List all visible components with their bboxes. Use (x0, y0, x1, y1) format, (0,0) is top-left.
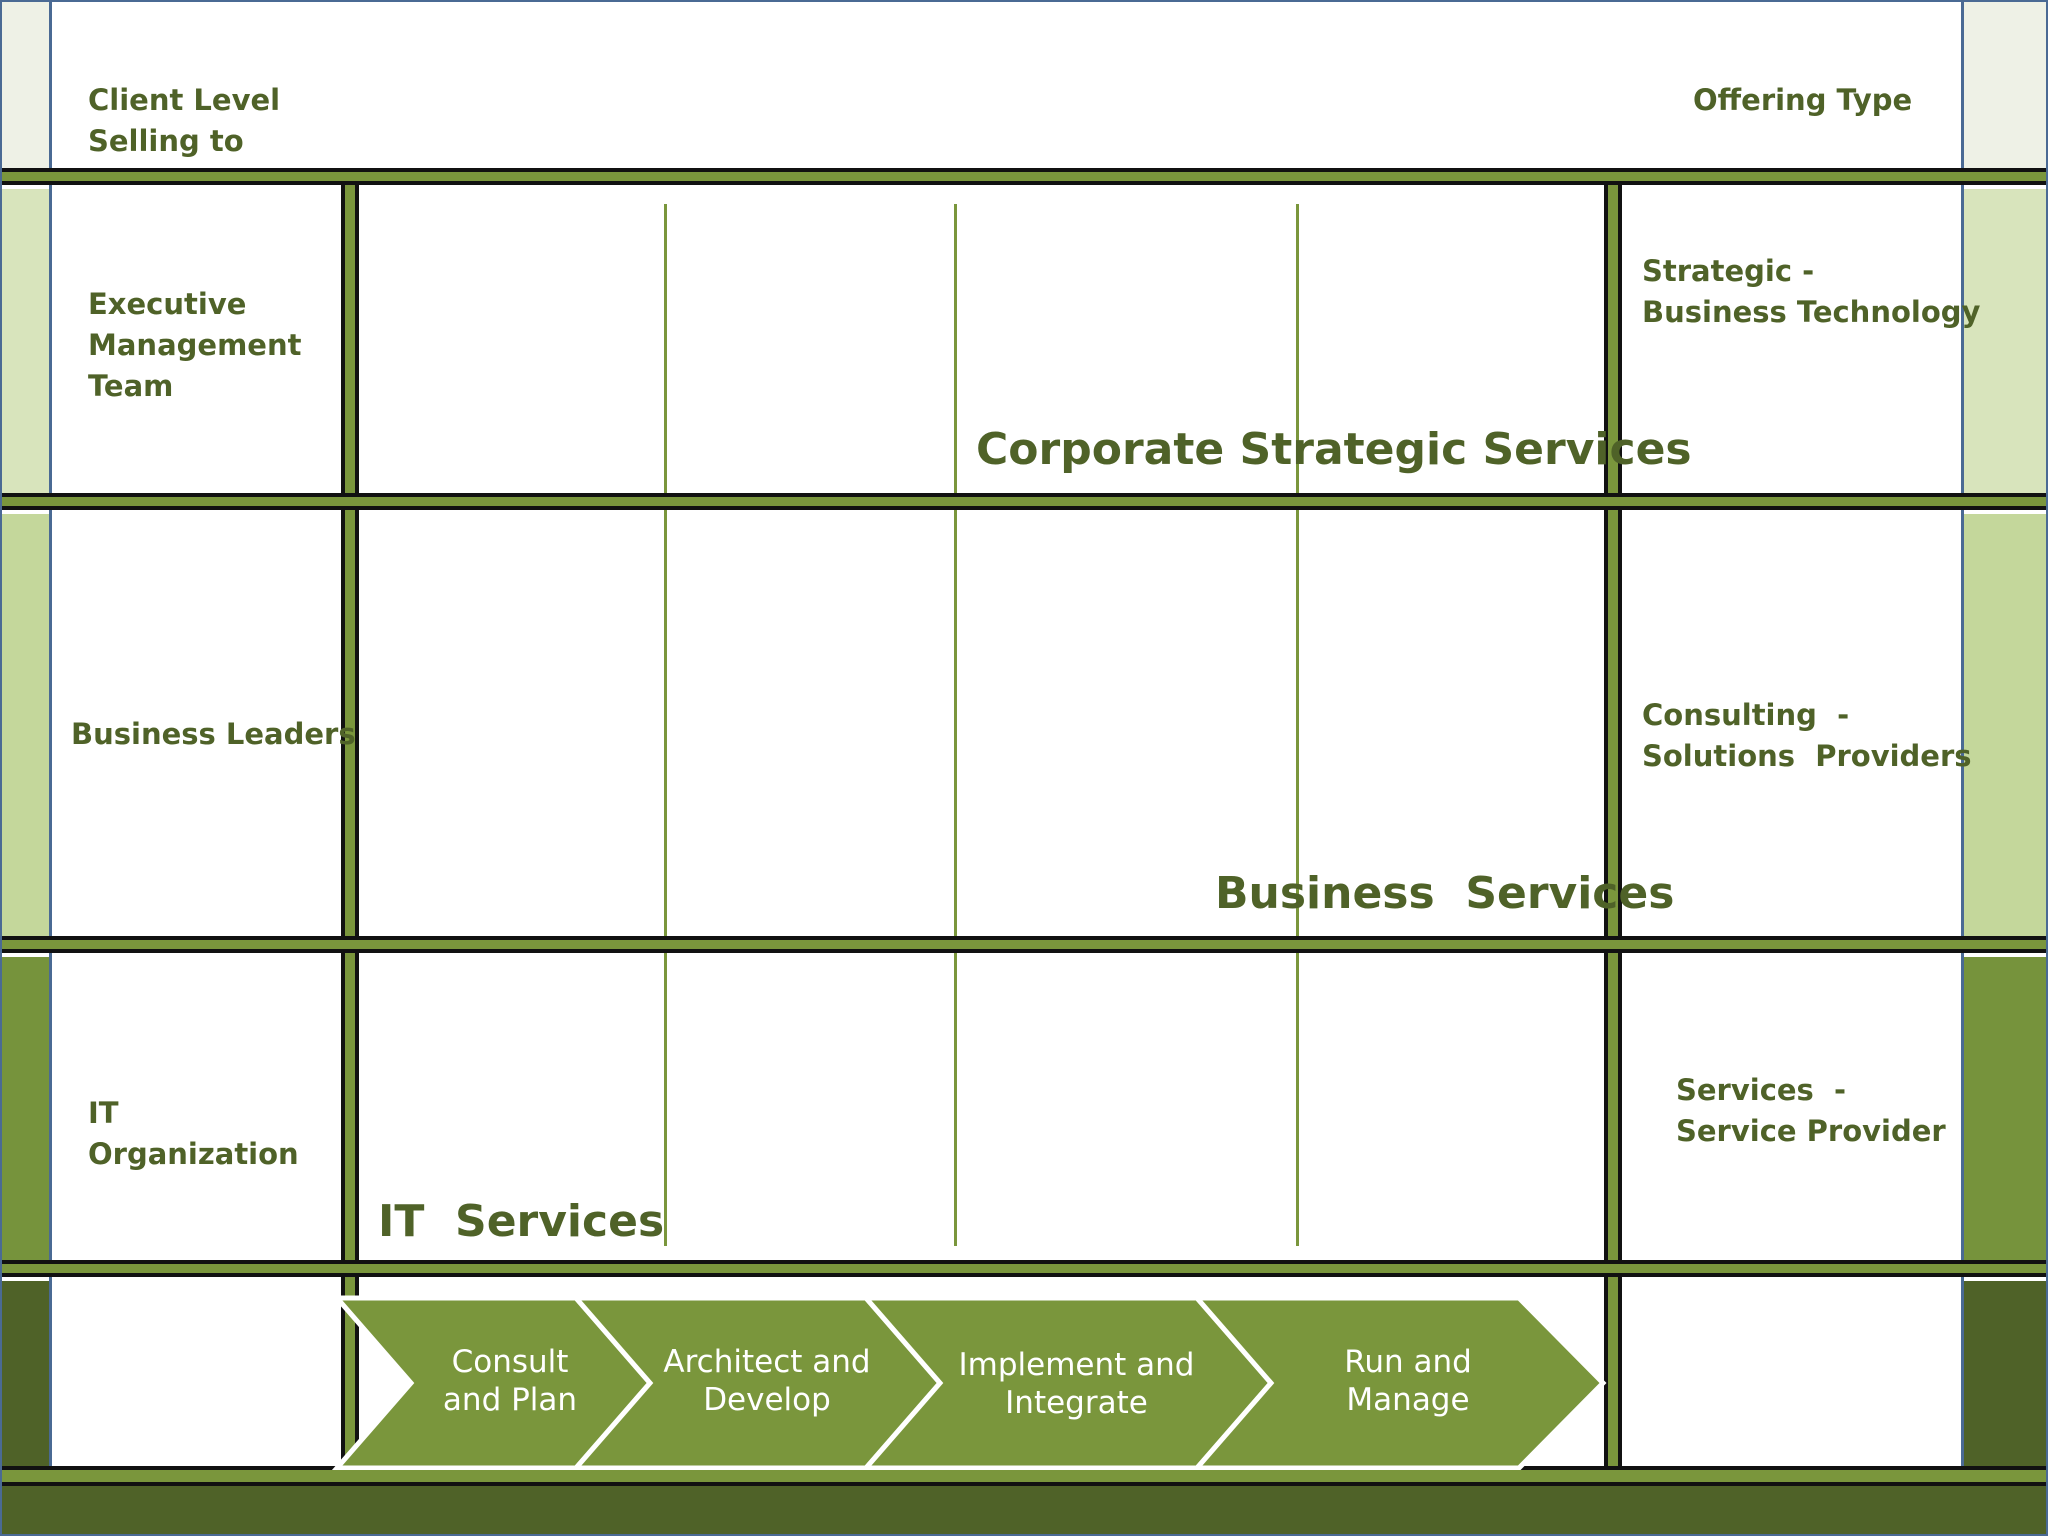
offering-label-consulting: Consulting - Solutions Providers (1642, 695, 1972, 777)
offering-label-consulting-line-2: Solutions Providers (1642, 739, 1972, 773)
right-vertical-bar (1604, 168, 1622, 1482)
client-level-line-2: Selling to (88, 124, 244, 158)
process-chevrons (331, 1295, 1607, 1470)
step-run-line-1: Run and (1344, 1344, 1472, 1380)
left-vertical-bar (341, 168, 359, 1482)
step-architect-line-1: Architect and (663, 1344, 871, 1380)
client-label-executive-line-1: Executive (88, 287, 247, 321)
left-frame-line (49, 0, 52, 1466)
band-below-it (0, 1260, 2048, 1277)
step-run-and-manage: Run and Manage (1318, 1343, 1498, 1419)
right-frame-line (1961, 0, 1964, 1466)
left-strip-row-it (0, 957, 50, 1260)
client-level-heading: Client Level Selling to (88, 80, 280, 162)
chevron-run-and-manage (1191, 1295, 1607, 1470)
left-strip-header (0, 0, 50, 168)
band-below-header (0, 168, 2048, 185)
client-label-business-leaders: Business Leaders (71, 714, 356, 755)
column-divider-1 (664, 204, 667, 1246)
right-strip-row-process (1964, 1281, 2048, 1467)
client-label-it-organization: IT Organization (88, 1093, 299, 1175)
offering-label-strategic-line-1: Strategic - (1642, 254, 1815, 288)
offering-label-strategic: Strategic - Business Technology (1642, 251, 1980, 333)
client-label-executive: Executive Management Team (88, 284, 301, 407)
band-below-executive (0, 493, 2048, 510)
right-strip-row-it (1964, 957, 2048, 1260)
step-run-line-2: Manage (1346, 1382, 1470, 1418)
client-label-it-line-2: Organization (88, 1137, 299, 1171)
footer-band (0, 1486, 2048, 1536)
client-label-executive-line-3: Team (88, 369, 174, 403)
client-label-business-line-1: Business Leaders (71, 717, 356, 751)
column-divider-3 (1296, 204, 1299, 1246)
step-consult-line-2: and Plan (442, 1382, 578, 1418)
step-architect-and-develop: Architect and Develop (657, 1343, 877, 1419)
offering-label-consulting-line-1: Consulting - (1642, 698, 1850, 732)
client-level-line-1: Client Level (88, 83, 281, 117)
service-label-it: IT Services (378, 1196, 665, 1247)
step-architect-line-2: Develop (703, 1382, 831, 1418)
band-below-business (0, 936, 2048, 953)
column-divider-2 (954, 204, 957, 1246)
offering-label-services-line-1: Services - (1676, 1073, 1847, 1107)
offering-label-strategic-line-2: Business Technology (1642, 295, 1981, 329)
offering-label-services-line-2: Service Provider (1676, 1114, 1946, 1148)
left-strip-row-business (0, 514, 50, 936)
step-implement-line-2: Integrate (1005, 1385, 1148, 1421)
offering-label-services: Services - Service Provider (1676, 1070, 1946, 1152)
service-label-business: Business Services (1215, 868, 1675, 919)
left-strip-row-executive (0, 189, 50, 493)
right-strip-row-business (1964, 514, 2048, 936)
step-implement-line-1: Implement and (958, 1347, 1195, 1383)
service-label-corporate-strategic: Corporate Strategic Services (976, 424, 1692, 475)
right-strip-header (1964, 0, 2048, 168)
left-strip-row-process (0, 1281, 50, 1467)
offering-type-heading: Offering Type (1693, 83, 1913, 117)
step-consult-and-plan: Consult and Plan (430, 1343, 590, 1419)
right-strip-row-executive (1964, 189, 2048, 493)
step-implement-and-integrate: Implement and Integrate (954, 1346, 1199, 1422)
client-label-executive-line-2: Management (88, 328, 302, 362)
client-label-it-line-1: IT (88, 1096, 119, 1130)
step-consult-line-1: Consult (451, 1344, 569, 1380)
